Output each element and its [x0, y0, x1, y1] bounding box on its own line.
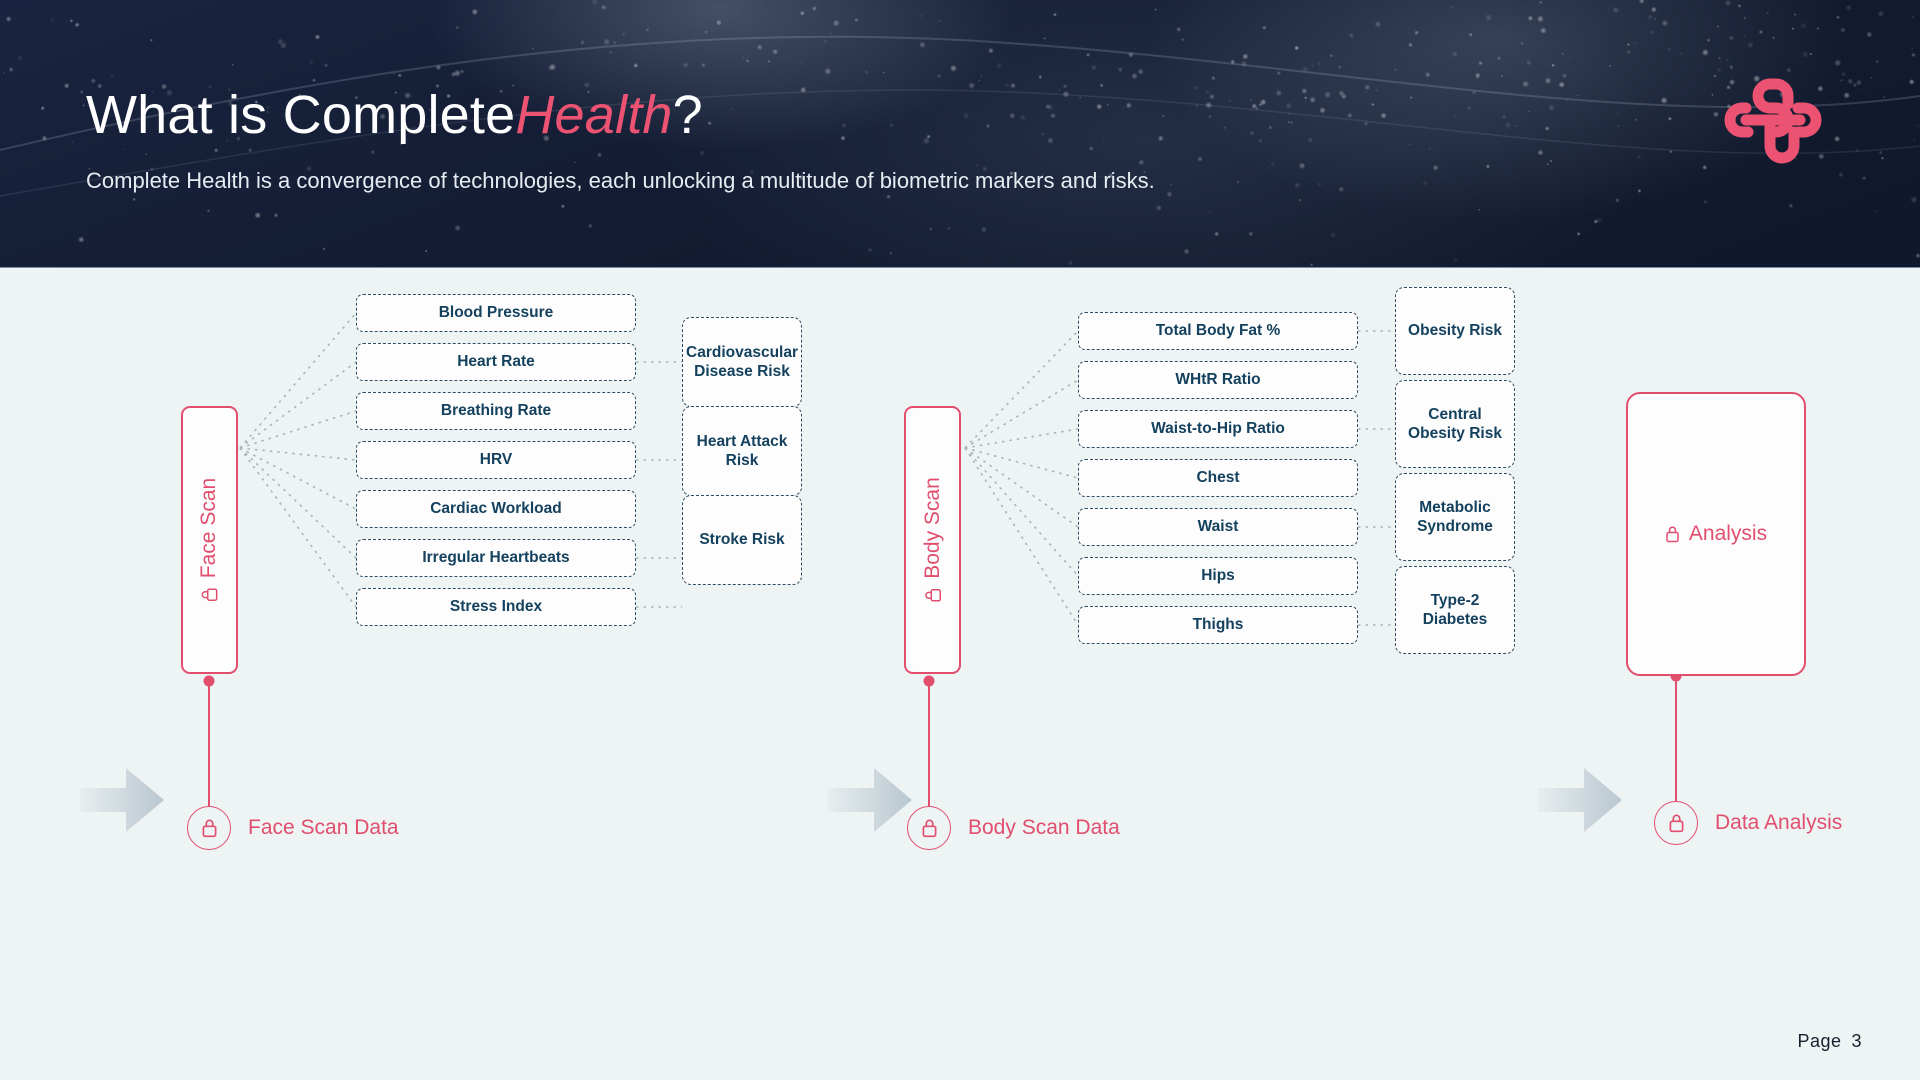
metric-label: Irregular Heartbeats	[422, 549, 570, 566]
lock-icon	[922, 819, 936, 838]
metric-label: Chest	[1196, 469, 1240, 486]
metric-box-heart-rate[interactable]: Heart Rate	[356, 343, 636, 381]
metric-box-total-body-fat[interactable]: Total Body Fat %	[1078, 312, 1358, 350]
metric-box-waist-to-hip-ratio[interactable]: Waist-to-Hip Ratio	[1078, 410, 1358, 448]
metric-label: Blood Pressure	[438, 304, 554, 321]
metric-box-blood-pressure[interactable]: Blood Pressure	[356, 294, 636, 332]
metric-label: Thighs	[1192, 616, 1244, 633]
metric-label: Heart Rate	[457, 353, 535, 370]
risk-box-stroke-risk[interactable]: Stroke Risk	[682, 495, 802, 585]
risk-box-obesity-risk[interactable]: Obesity Risk	[1395, 287, 1515, 375]
metric-label: Hips	[1201, 567, 1235, 584]
lock-circle	[187, 806, 231, 850]
page-subtitle: Complete Health is a convergence of tech…	[86, 168, 1155, 193]
metric-label: Stress Index	[449, 598, 543, 615]
page-header: What is CompleteHealth? Complete Health …	[0, 0, 1920, 268]
page-title-prefix: What is Complete	[86, 85, 516, 145]
page-number: Page 3	[1797, 1031, 1862, 1052]
metric-label: Cardiac Workload	[430, 500, 562, 517]
metric-label: HRV	[479, 451, 513, 468]
risk-label: Stroke Risk	[699, 531, 785, 549]
page-number-label: Page	[1797, 1031, 1842, 1051]
risk-box-central-obesity-risk[interactable]: Central Obesity Risk	[1395, 380, 1515, 468]
metric-label: Breathing Rate	[440, 402, 552, 419]
risk-box-cardiovascular-disease-risk[interactable]: Cardiovascular Disease Risk	[682, 317, 802, 407]
data-analysis-badge[interactable]: Data Analysis	[1654, 801, 1842, 845]
lock-icon	[1666, 526, 1679, 543]
flow-arrow-2	[828, 768, 912, 832]
metric-box-hips[interactable]: Hips	[1078, 557, 1358, 595]
lock-icon	[202, 819, 216, 838]
flow-arrow-3	[1538, 768, 1622, 832]
metric-box-cardiac-workload[interactable]: Cardiac Workload	[356, 490, 636, 528]
lock-circle	[1654, 801, 1698, 845]
risk-label: Obesity Risk	[1408, 322, 1502, 340]
diagram-stage: Face Scan Blood Pressure Heart Rate Brea…	[0, 268, 1920, 1080]
lock-icon	[924, 589, 941, 602]
face-scan-node-label-group: Face Scan	[198, 478, 222, 602]
lock-icon	[201, 588, 218, 601]
metric-box-chest[interactable]: Chest	[1078, 459, 1358, 497]
body-scan-data-badge-label: Body Scan Data	[968, 816, 1120, 839]
body-scan-data-badge[interactable]: Body Scan Data	[907, 806, 1120, 850]
metric-label: Total Body Fat %	[1155, 322, 1281, 339]
face-scan-data-badge[interactable]: Face Scan Data	[187, 806, 399, 850]
header-particle-dots	[0, 0, 1920, 266]
face-scan-data-badge-label: Face Scan Data	[248, 816, 399, 839]
metric-label: WHtR Ratio	[1175, 371, 1261, 388]
complete-health-cross-logo-icon	[1724, 78, 1822, 164]
risk-label: Metabolic Syndrome	[1417, 498, 1493, 535]
metric-box-waist[interactable]: Waist	[1078, 508, 1358, 546]
metric-box-irregular-heartbeats[interactable]: Irregular Heartbeats	[356, 539, 636, 577]
analysis-panel-label-group: Analysis	[1665, 522, 1767, 546]
metric-label: Waist	[1197, 518, 1239, 535]
risk-label: Cardiovascular Disease Risk	[686, 343, 798, 380]
analysis-panel-label: Analysis	[1688, 522, 1768, 545]
metric-box-breathing-rate[interactable]: Breathing Rate	[356, 392, 636, 430]
risk-box-type-2-diabetes[interactable]: Type-2 Diabetes	[1395, 566, 1515, 654]
metric-box-hrv[interactable]: HRV	[356, 441, 636, 479]
page-title-suffix: ?	[672, 85, 703, 145]
header-text-block: What is CompleteHealth? Complete Health …	[86, 88, 1155, 194]
risk-box-metabolic-syndrome[interactable]: Metabolic Syndrome	[1395, 473, 1515, 561]
analysis-panel[interactable]: Analysis	[1626, 392, 1806, 676]
face-scan-node-label: Face Scan	[197, 477, 221, 579]
body-scan-node[interactable]: Body Scan	[904, 406, 961, 674]
metric-box-stress-index[interactable]: Stress Index	[356, 588, 636, 626]
risk-label: Heart Attack Risk	[696, 432, 788, 469]
page-number-value: 3	[1851, 1031, 1862, 1051]
face-scan-node[interactable]: Face Scan	[181, 406, 238, 674]
lock-circle	[907, 806, 951, 850]
data-analysis-badge-label: Data Analysis	[1715, 811, 1843, 834]
risk-label: Type-2 Diabetes	[1422, 591, 1488, 628]
body-scan-node-label: Body Scan	[920, 477, 944, 579]
page-title-accent: Health	[515, 85, 673, 145]
metric-box-whtr-ratio[interactable]: WHtR Ratio	[1078, 361, 1358, 399]
body-scan-node-label-group: Body Scan	[921, 477, 945, 603]
metric-label: Waist-to-Hip Ratio	[1151, 420, 1285, 437]
flow-arrow-1	[80, 768, 164, 832]
lock-icon	[1669, 814, 1683, 833]
risk-box-heart-attack-risk[interactable]: Heart Attack Risk	[682, 406, 802, 496]
metric-box-thighs[interactable]: Thighs	[1078, 606, 1358, 644]
risk-label: Central Obesity Risk	[1408, 405, 1502, 442]
page-title: What is CompleteHealth?	[86, 88, 1155, 142]
